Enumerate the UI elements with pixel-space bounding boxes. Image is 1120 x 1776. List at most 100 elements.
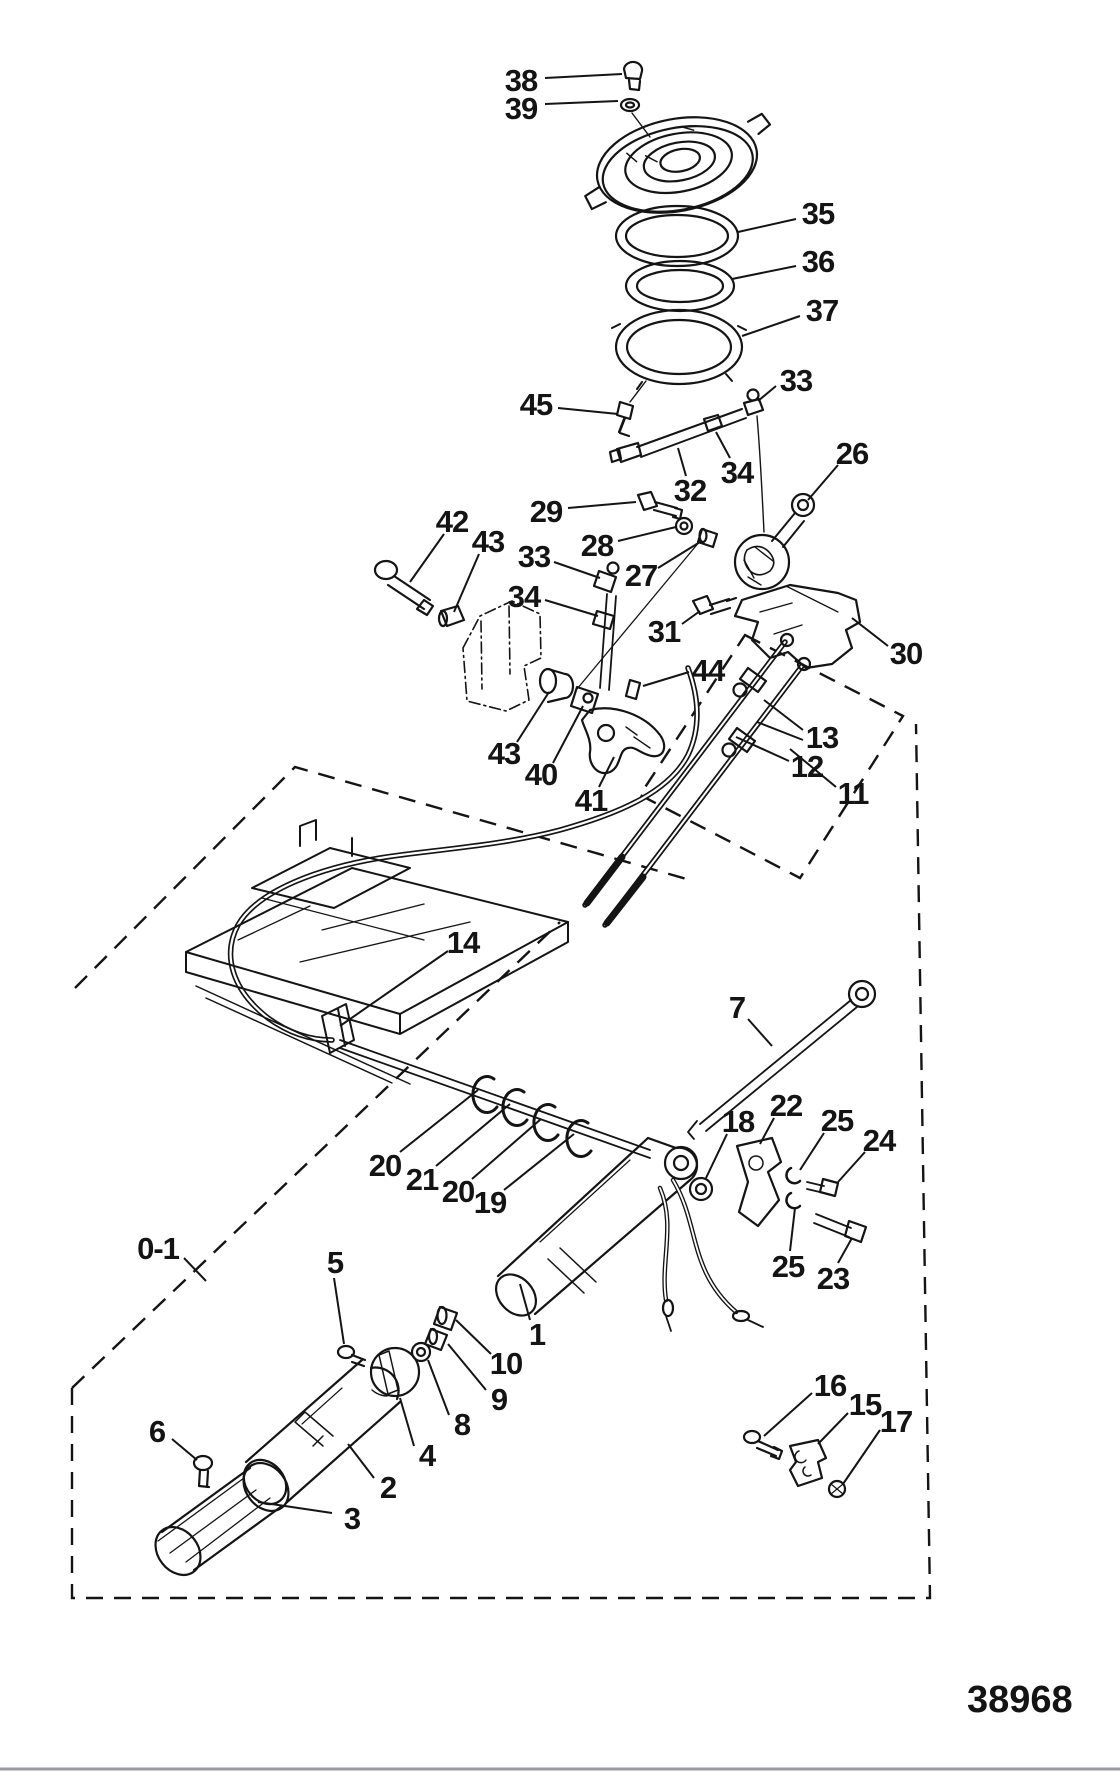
- callout-0-1: 0-1: [137, 1231, 180, 1266]
- leader-line-1: [519, 1283, 531, 1321]
- callout-38: 38: [505, 63, 538, 98]
- friction-rod-7: [687, 979, 877, 1140]
- bolt-29: [636, 490, 684, 521]
- washer-18: [688, 1176, 714, 1202]
- handle-cables: [657, 1177, 764, 1332]
- leader-line-42: [409, 533, 445, 583]
- throttle-grip-3: [154, 1461, 290, 1577]
- leader-line-18: [705, 1133, 728, 1179]
- screw-5: [336, 1344, 367, 1368]
- callout-36: 36: [802, 244, 835, 279]
- leader-line-13: [763, 699, 804, 731]
- callout-31: 31: [648, 614, 681, 649]
- callout-6: 6: [149, 1414, 166, 1449]
- leader-line-28: [617, 526, 677, 542]
- leader-line-12: [735, 736, 790, 762]
- steering-cover: [584, 112, 772, 214]
- leader-line-4: [399, 1397, 415, 1447]
- gasket-ring-37: [611, 308, 747, 390]
- leader-line-26: [807, 464, 839, 501]
- spacer-27: [696, 527, 719, 549]
- callout-4: 4: [419, 1438, 437, 1473]
- swivel-block-40: [569, 685, 600, 715]
- anchor-block-15: [788, 1438, 828, 1488]
- callout-18: 18: [722, 1104, 755, 1139]
- clip-25b: [785, 1191, 802, 1210]
- leader-line-41: [598, 756, 615, 788]
- leader-line-43: [516, 691, 550, 743]
- leader-line-39: [544, 100, 619, 105]
- callout-42: 42: [436, 504, 468, 539]
- leader-line-44: [642, 671, 690, 687]
- callout-27: 27: [625, 558, 657, 593]
- callout-33: 33: [780, 363, 813, 398]
- leader-line-6: [171, 1438, 198, 1461]
- callout-24: 24: [863, 1123, 897, 1158]
- washer-8: [410, 1341, 432, 1363]
- diagram-artwork: [154, 60, 877, 1577]
- steering-arm-41: [580, 707, 666, 775]
- leader-line-0-1: [183, 1257, 207, 1282]
- leader-line-15: [817, 1412, 849, 1445]
- callout-1: 1: [529, 1317, 546, 1352]
- nut-43a: [437, 604, 466, 628]
- leader-line-32: [677, 447, 687, 477]
- callout-21: 21: [406, 1162, 439, 1197]
- callout-45: 45: [520, 387, 553, 422]
- callout-17: 17: [880, 1404, 912, 1439]
- leader-line-25: [799, 1132, 825, 1171]
- callout-43: 43: [472, 524, 505, 559]
- screw-16: [742, 1429, 784, 1461]
- leader-line-7: [747, 1018, 773, 1047]
- callout-10: 10: [490, 1346, 522, 1381]
- callout-11: 11: [838, 776, 870, 811]
- cable-bracket-30: [733, 583, 862, 670]
- callout-25: 25: [772, 1249, 805, 1284]
- callout-23: 23: [817, 1261, 850, 1296]
- pin-44: [624, 678, 642, 701]
- leader-line-9: [447, 1343, 487, 1391]
- callout-44: 44: [692, 653, 726, 688]
- callout-13: 13: [806, 720, 839, 755]
- leader-line-40: [552, 705, 584, 764]
- callout-39: 39: [505, 91, 538, 126]
- leader-line-3: [257, 1501, 333, 1514]
- callout-3: 3: [344, 1501, 361, 1536]
- drawing-number: 38968: [967, 1679, 1073, 1721]
- leader-line-11: [789, 748, 837, 788]
- washer-28: [674, 516, 694, 536]
- leader-line-16: [763, 1392, 813, 1437]
- dashed-boundary-region: [70, 633, 932, 1600]
- callout-19: 19: [474, 1185, 507, 1220]
- leader-line-33: [553, 561, 601, 579]
- leader-line-29: [567, 501, 637, 509]
- leader-line-20: [399, 1089, 479, 1153]
- leader-line-22: [759, 1117, 775, 1145]
- bolt-42: [373, 559, 435, 617]
- leader-line-37: [741, 315, 801, 337]
- leader-line-34: [715, 431, 731, 459]
- leader-line-2: [347, 1443, 375, 1479]
- callout-28: 28: [581, 528, 614, 563]
- friction-collar-4: [369, 1346, 421, 1398]
- callout-41: 41: [575, 783, 608, 818]
- leader-line-43: [453, 553, 480, 613]
- phantom-bracket: [462, 600, 542, 712]
- leader-line-13: [756, 721, 804, 741]
- bolt-23: [813, 1213, 868, 1244]
- leader-line-33: [757, 385, 777, 402]
- bolt-24: [806, 1177, 840, 1198]
- handle-tube-1: [494, 1136, 699, 1317]
- nut-9: [423, 1327, 449, 1352]
- callout-30: 30: [890, 636, 922, 671]
- leader-line-17: [842, 1429, 881, 1485]
- swivel-link: [591, 561, 620, 691]
- callout-34: 34: [508, 579, 542, 614]
- leader-line-38: [544, 73, 623, 79]
- leader-line-5: [333, 1277, 345, 1345]
- gasket-ring-36: [624, 259, 736, 313]
- leader-line-20: [471, 1118, 542, 1180]
- leader-line-31: [681, 610, 701, 625]
